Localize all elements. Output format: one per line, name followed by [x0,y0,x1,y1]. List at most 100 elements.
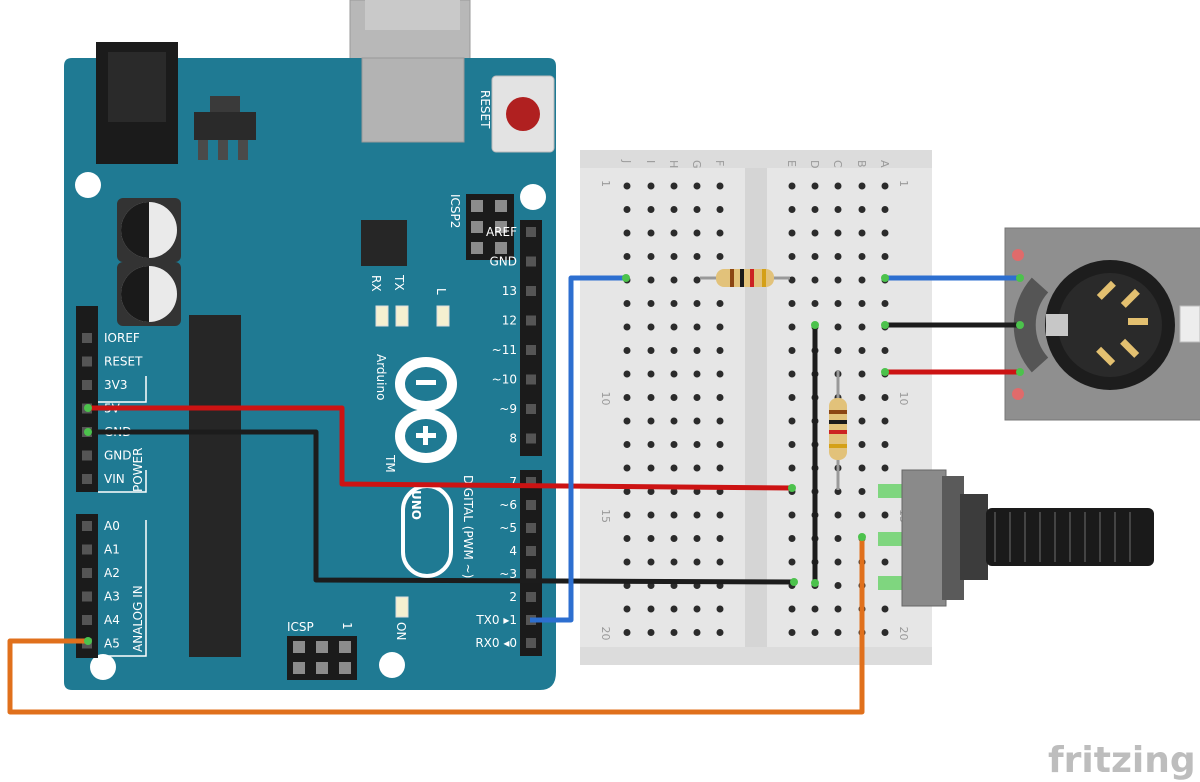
breadboard-row-number: 1 [599,180,612,187]
breadboard-hole [788,323,796,331]
breadboard-hole [834,629,842,636]
potentiometer[interactable] [878,469,1154,607]
breadboard-hole [623,182,631,190]
digital-pin-label: ~5 [499,521,517,535]
digital-pin-label: RX0 ◂0 [475,636,517,650]
capacitor-1 [117,198,181,262]
analog-pin-label: A5 [104,637,120,651]
breadboard-hole [647,488,655,495]
breadboard-hole [716,370,724,378]
breadboard-hole [716,605,724,613]
mount-hole [520,184,546,210]
digital-pin-label: ~9 [499,402,517,416]
midi-din-connector [1004,227,1200,421]
breadboard-hole [693,629,701,636]
breadboard-row-number: 10 [599,392,612,406]
digital-pin-label: 2 [509,590,517,604]
breadboard-hole [811,206,819,213]
breadboard-column-letter: B [855,160,868,168]
digital-pin-label: 12 [502,314,517,328]
breadboard-hole [716,558,724,566]
digital-pin [526,546,536,556]
breadboard-hole [623,441,631,448]
breadboard-hole [670,276,678,284]
arduino-wordmark: Arduino [374,354,388,400]
breadboard-hole [881,605,889,613]
analog-pin [82,568,92,578]
breadboard-hole [670,206,678,213]
power-pin [82,474,92,484]
breadboard-hole [670,182,678,190]
breadboard-hole [881,300,889,307]
breadboard-hole [858,370,866,378]
breadboard-hole [834,229,842,237]
power-pin [82,356,92,367]
fritzing-logo: fritzing [1048,740,1196,781]
breadboard-row-number: 20 [897,627,910,641]
breadboard-hole [881,629,889,636]
breadboard-hole [858,441,866,448]
breadboard-hole [670,488,678,495]
breadboard-hole [858,511,866,519]
breadboard-hole [788,535,796,542]
power-pin-label: RESET [104,355,143,369]
breadboard-hole [670,229,678,237]
breadboard-hole [788,605,796,613]
breadboard-hole [788,347,796,354]
breadboard-hole [693,417,701,425]
breadboard-row-number: 15 [599,509,612,523]
analog-pin-label: A3 [104,590,120,604]
icsp2-label: ICSP2 [448,194,462,228]
breadboard-hole [858,253,866,260]
breadboard-hole [834,558,842,566]
power-pin [82,380,92,390]
tx-led [395,305,409,327]
analog-pin-label: A2 [104,566,120,580]
breadboard-hole [811,276,819,284]
breadboard-hole [623,253,631,260]
breadboard-hole [670,605,678,613]
icsp2-header [466,194,514,260]
breadboard-hole [834,488,842,495]
breadboard-hole [858,488,866,495]
breadboard-hole [670,558,678,566]
arduino-logo [395,357,457,463]
breadboard-column-letter: J [620,159,633,163]
breadboard-hole [670,323,678,331]
breadboard-hole [623,417,631,425]
digital-pin-label: 7 [509,475,517,489]
breadboard-hole [788,253,796,260]
wire-ends [84,274,1024,645]
breadboard-hole [788,276,796,284]
digital-pin [526,523,536,533]
breadboard-hole [858,417,866,425]
breadboard-hole [647,511,655,519]
digital-pin-label: 4 [509,544,517,558]
breadboard-row-number: 10 [897,392,910,406]
breadboard-hole [670,347,678,354]
breadboard-hole [647,300,655,307]
capacitor-2 [117,262,181,326]
breadboard-hole [623,605,631,613]
breadboard-hole [670,417,678,425]
breadboard-hole [647,182,655,190]
breadboard-hole [834,276,842,284]
microcontroller-chip [189,315,241,657]
breadboard-hole [788,629,796,636]
digital-pin [526,638,536,648]
breadboard-hole [788,394,796,401]
breadboard-hole [693,300,701,307]
breadboard-hole [881,206,889,213]
breadboard-hole [834,300,842,307]
breadboard-hole [647,629,655,636]
breadboard-hole [647,276,655,284]
breadboard-hole [623,229,631,237]
power-pin-label: IOREF [104,331,140,345]
breadboard-hole [693,370,701,378]
breadboard-hole [788,558,796,566]
analog-pin [82,544,92,555]
analog-pin-label: A4 [104,613,120,627]
mount-hole [379,652,405,678]
reset-button[interactable] [491,75,555,153]
